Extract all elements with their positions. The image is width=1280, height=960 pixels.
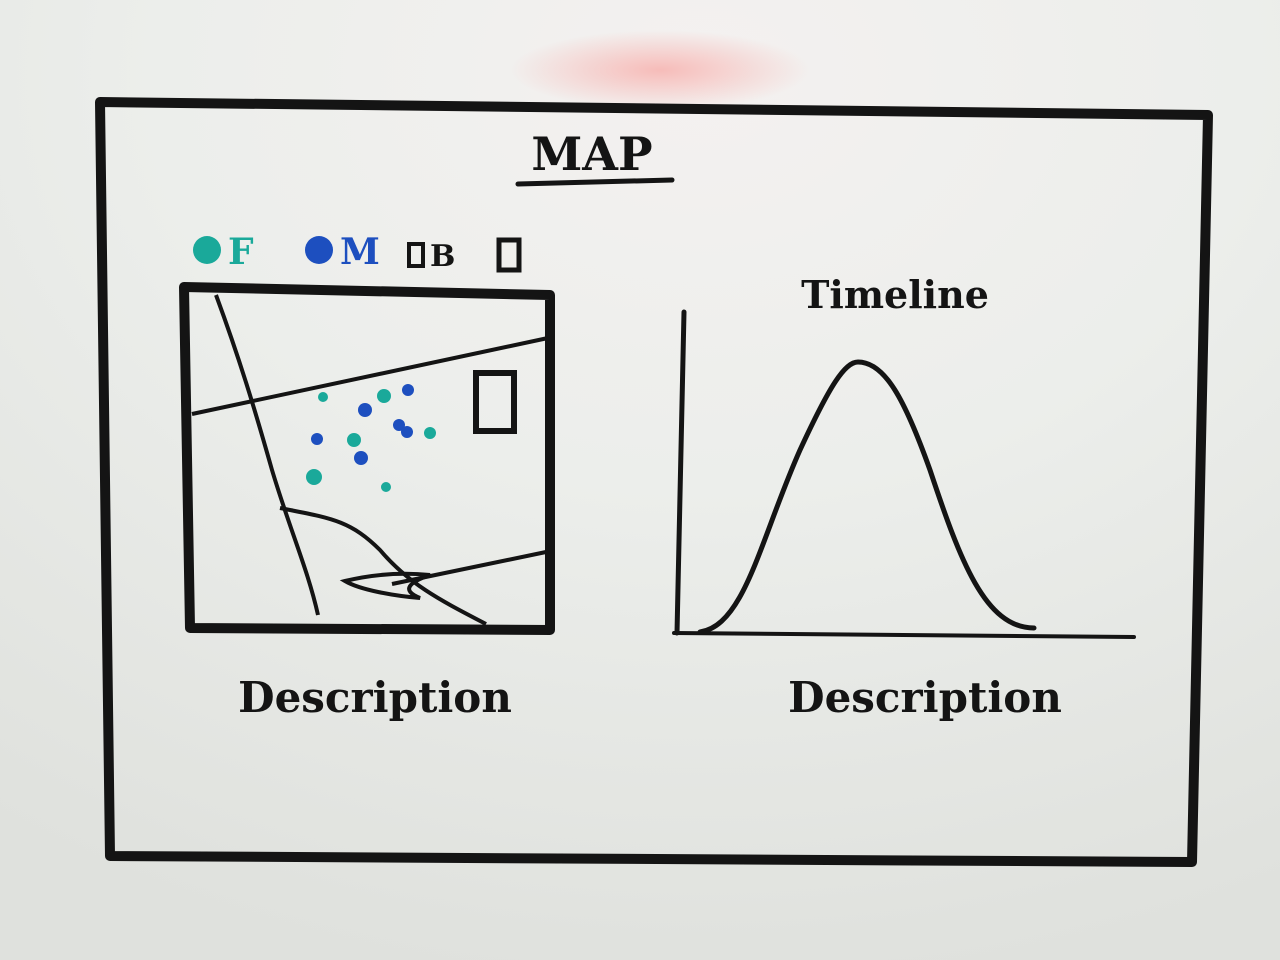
map-frame	[179, 282, 555, 635]
legend-b-square-icon	[407, 242, 425, 268]
timeline-panel: Timeline	[672, 272, 1136, 639]
legend: F M B	[193, 231, 522, 274]
map-point-m	[311, 433, 323, 445]
map-point-m	[402, 384, 414, 396]
title-underline	[515, 177, 675, 187]
map-point-f	[347, 433, 361, 447]
legend-empty-square-icon	[496, 237, 522, 273]
map-point-m	[401, 426, 413, 438]
legend-m-label: M	[340, 231, 380, 273]
map-building-square-icon	[473, 370, 517, 434]
map-point-m	[354, 451, 368, 465]
map-point-f	[381, 482, 391, 492]
timeline-x-axis	[672, 631, 1136, 639]
legend-m-circle-icon	[305, 236, 333, 264]
timeline-curve	[697, 359, 1037, 635]
map-points	[306, 384, 436, 492]
light-glare	[510, 30, 810, 110]
map-point-f	[424, 427, 436, 439]
map-point-m	[358, 403, 372, 417]
map-panel	[179, 282, 555, 635]
timeline-description: Description	[788, 673, 1062, 722]
timeline-title: Timeline	[801, 272, 989, 317]
map-point-f	[377, 389, 391, 403]
legend-f-label: F	[228, 231, 254, 273]
map-point-f	[318, 392, 328, 402]
page-title: MAP	[531, 127, 652, 181]
map-road-left	[214, 294, 320, 616]
timeline-y-axis	[674, 309, 687, 636]
legend-b-label: B	[430, 239, 455, 274]
map-river	[279, 506, 487, 626]
outer-frame	[95, 97, 1213, 867]
legend-f-circle-icon	[193, 236, 221, 264]
map-point-f	[306, 469, 322, 485]
map-point-m	[393, 419, 405, 431]
map-lake	[339, 571, 431, 600]
map-description: Description	[238, 673, 512, 722]
